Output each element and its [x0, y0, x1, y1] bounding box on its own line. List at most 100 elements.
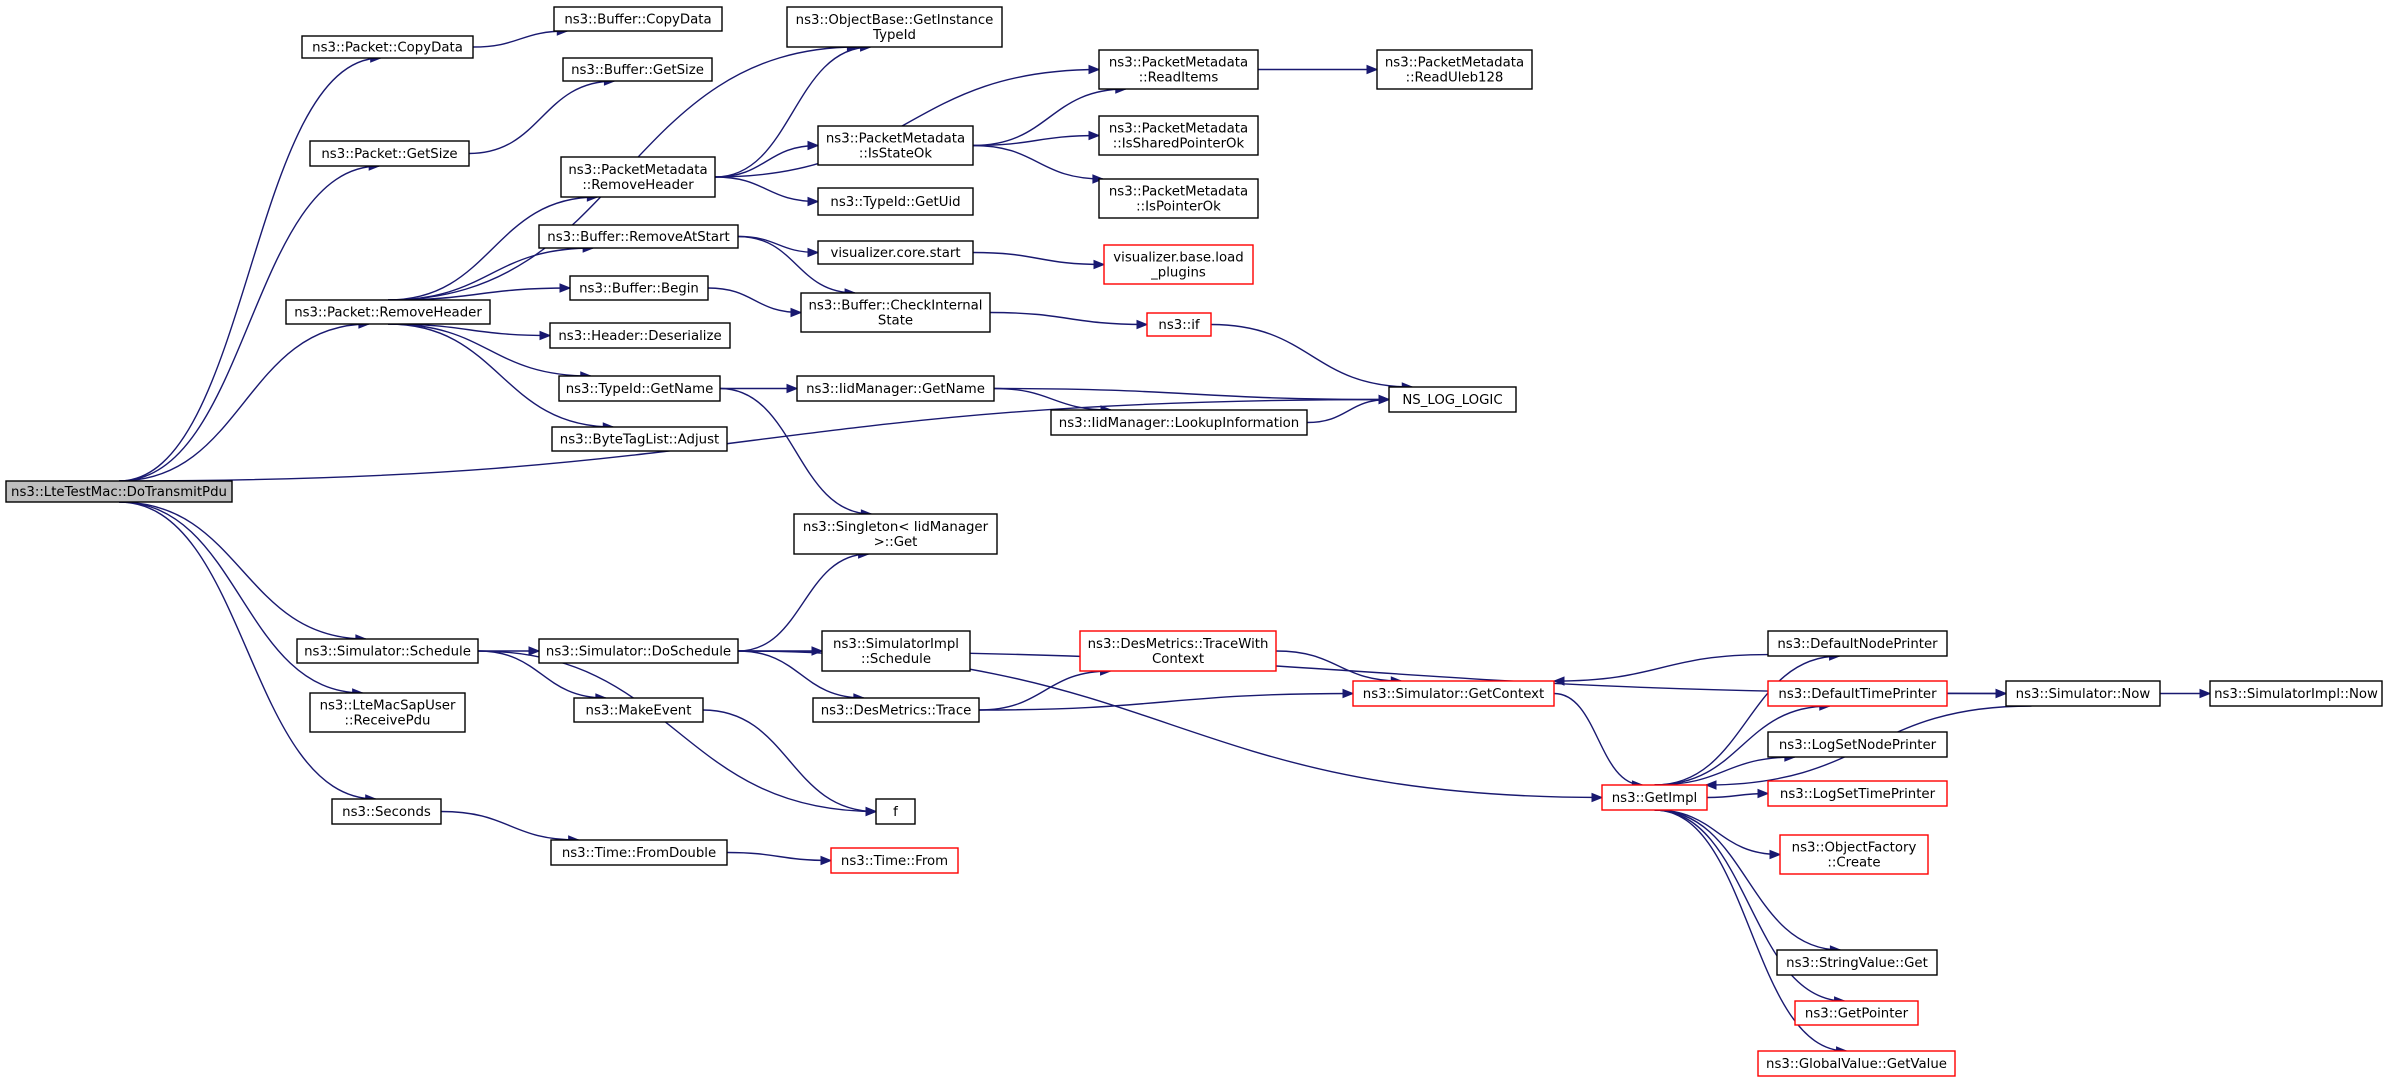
edge-pkt_remhdr-to-typeid_getname	[387, 323, 591, 377]
node-hdr-deser[interactable]: ns3::Header::Deserialize	[549, 322, 731, 349]
node-ns-log[interactable]: NS_LOG_LOGIC	[1388, 386, 1517, 413]
node-gv-getvalue[interactable]: ns3::GlobalValue::GetValue	[1757, 1050, 1956, 1077]
node-box-buf-copy	[553, 6, 723, 32]
node-f[interactable]: f	[875, 798, 916, 825]
node-box-des-twc	[1079, 630, 1277, 672]
node-pm-readuleb[interactable]: ns3::PacketMetadata::ReadUleb128	[1376, 49, 1533, 90]
node-sim-now[interactable]: ns3::Simulator::Now	[2005, 680, 2161, 707]
node-get-pointer[interactable]: ns3::GetPointer	[1794, 1000, 1919, 1026]
edge-def_nodeprint-to-sim_getctx	[1553, 653, 1769, 682]
node-pkt-copy[interactable]: ns3::Packet::CopyData	[301, 35, 474, 59]
arrowhead-sim_sched-to-sim_dosched	[528, 646, 541, 656]
node-ns3-if[interactable]: ns3::if	[1146, 312, 1212, 337]
node-time-fromdouble[interactable]: ns3::Time::FromDouble	[550, 839, 728, 866]
node-sim-dosched[interactable]: ns3::Simulator::DoSchedule	[538, 638, 739, 664]
node-pm-readitems[interactable]: ns3::PacketMetadata::ReadItems	[1098, 49, 1259, 90]
node-label-simimpl-now-0: ns3::SimulatorImpl::Now	[2214, 687, 2378, 702]
node-label-pm-ptrok-0: ns3::PacketMetadata	[1109, 185, 1248, 200]
node-root[interactable]: ns3::LteTestMac::DoTransmitPdu	[5, 480, 233, 503]
node-box-strval-get	[1776, 949, 1938, 976]
node-vis-load[interactable]: visualizer.base.load_plugins	[1103, 244, 1254, 285]
node-label-pm-readuleb-0: ns3::PacketMetadata	[1385, 56, 1524, 71]
node-label-f-0: f	[893, 805, 898, 820]
node-label-sim-now-0: ns3::Simulator::Now	[2016, 687, 2151, 702]
node-singleton[interactable]: ns3::Singleton< IidManager>::Get	[793, 513, 998, 555]
node-lte-recv[interactable]: ns3::LteMacSapUser::ReceivePdu	[309, 692, 466, 733]
node-pkt-getsize[interactable]: ns3::Packet::GetSize	[309, 140, 470, 167]
edge-get_impl-to-strval_get	[1654, 809, 1841, 951]
node-box-pm-readuleb	[1376, 49, 1533, 90]
node-label-time-fromdouble-0: ns3::Time::FromDouble	[562, 846, 716, 861]
node-box-pm-remhdr	[560, 156, 716, 198]
edge-root-to-pkt_getsize	[118, 165, 380, 482]
node-label-time-from-0: ns3::Time::From	[841, 854, 948, 869]
node-buf-remstart[interactable]: ns3::Buffer::RemoveAtStart	[538, 224, 739, 249]
edge-iid_lookup-to-ns_log	[1306, 398, 1390, 424]
edge-buf_begin-to-buf_check	[707, 287, 802, 314]
node-buf-begin[interactable]: ns3::Buffer::Begin	[569, 275, 709, 301]
node-seconds[interactable]: ns3::Seconds	[331, 798, 442, 825]
node-make-event[interactable]: ns3::MakeEvent	[573, 697, 704, 723]
node-label-get-pointer-0: ns3::GetPointer	[1805, 1007, 1909, 1022]
node-label-def-nodeprint-0: ns3::DefaultNodePrinter	[1777, 637, 1938, 652]
node-label-pm-readitems-1: ::ReadItems	[1139, 71, 1219, 86]
node-label-pm-ptrok-1: ::IsPointerOk	[1136, 200, 1221, 215]
node-box-sim-dosched	[538, 638, 739, 664]
node-typeid-getuid[interactable]: ns3::TypeId::GetUid	[817, 187, 974, 216]
node-pm-ptrok[interactable]: ns3::PacketMetadata::IsPointerOk	[1098, 178, 1259, 219]
node-label-singleton-1: >::Get	[874, 535, 918, 550]
arrowhead-typeid_getname-to-iid_getname	[786, 383, 799, 394]
arrowhead-pm_statok-to-pm_ptrok	[1092, 174, 1105, 184]
node-iid-lookup[interactable]: ns3::IidManager::LookupInformation	[1050, 409, 1308, 436]
node-btl-adjust[interactable]: ns3::ByteTagList::Adjust	[551, 426, 728, 452]
node-label-pm-readuleb-1: ::ReadUleb128	[1406, 71, 1504, 86]
node-strval-get[interactable]: ns3::StringValue::Get	[1776, 949, 1938, 976]
node-label-des-twc-0: ns3::DesMetrics::TraceWith	[1088, 637, 1269, 652]
node-buf-getsize[interactable]: ns3::Buffer::GetSize	[562, 57, 713, 82]
node-time-from[interactable]: ns3::Time::From	[830, 847, 959, 874]
node-def-nodeprint[interactable]: ns3::DefaultNodePrinter	[1767, 630, 1948, 657]
arrowhead-pm_statok-to-pm_shared	[1088, 130, 1101, 141]
node-pm-shared[interactable]: ns3::PacketMetadata::IsSharedPointerOk	[1098, 115, 1259, 156]
node-def-timeprint[interactable]: ns3::DefaultTimePrinter	[1767, 680, 1948, 707]
node-label-iid-lookup-0: ns3::IidManager::LookupInformation	[1059, 416, 1299, 431]
node-box-sim-sched	[296, 638, 479, 664]
node-label-getinst-0: ns3::ObjectBase::GetInstance	[796, 13, 994, 28]
node-label-gv-getvalue-0: ns3::GlobalValue::GetValue	[1766, 1057, 1947, 1072]
node-typeid-getname[interactable]: ns3::TypeId::GetName	[558, 375, 721, 402]
node-logset-time[interactable]: ns3::LogSetTimePrinter	[1767, 780, 1948, 807]
node-vis-start[interactable]: visualizer.core.start	[817, 240, 974, 265]
node-box-pm-shared	[1098, 115, 1259, 156]
node-box-ns3-if	[1146, 312, 1212, 337]
node-sim-sched[interactable]: ns3::Simulator::Schedule	[296, 638, 479, 664]
node-label-sim-dosched-0: ns3::Simulator::DoSchedule	[546, 645, 731, 660]
node-des-trace[interactable]: ns3::DesMetrics::Trace	[812, 697, 980, 723]
node-box-objf-create	[1779, 834, 1929, 875]
node-objf-create[interactable]: ns3::ObjectFactory::Create	[1779, 834, 1929, 875]
node-box-vis-load	[1103, 244, 1254, 285]
arrowhead-buf_begin-to-buf_check	[790, 307, 803, 318]
edge-pkt_getsize-to-buf_getsize	[468, 80, 615, 155]
node-get-impl[interactable]: ns3::GetImpl	[1601, 784, 1708, 811]
node-label-seconds-0: ns3::Seconds	[342, 805, 431, 820]
node-label-pm-shared-1: ::IsSharedPointerOk	[1113, 137, 1245, 152]
node-simimpl-now[interactable]: ns3::SimulatorImpl::Now	[2209, 680, 2383, 707]
node-sim-getctx[interactable]: ns3::Simulator::GetContext	[1352, 680, 1555, 707]
node-logset-node[interactable]: ns3::LogSetNodePrinter	[1767, 731, 1948, 758]
nodes-layer: ns3::LteTestMac::DoTransmitPdu ns3::Packe…	[5, 6, 2383, 1077]
edge-vis_start-to-vis_load	[972, 251, 1105, 266]
node-iid-getname[interactable]: ns3::IidManager::GetName	[796, 375, 995, 402]
edge-buf_remstart-to-buf_check	[737, 235, 856, 294]
node-simimpl-sched[interactable]: ns3::SimulatorImpl::Schedule	[821, 630, 971, 672]
edge-root-to-seconds	[118, 501, 376, 800]
node-pm-statok[interactable]: ns3::PacketMetadata::IsStateOk	[817, 125, 974, 166]
edge-des_trace-to-des_twc	[978, 670, 1111, 711]
edge-sim_dosched-to-sim_now	[737, 650, 2007, 695]
edge-sim_sched-to-make_event	[477, 650, 606, 699]
node-pkt-remhdr[interactable]: ns3::Packet::RemoveHeader	[285, 299, 491, 325]
node-pm-remhdr[interactable]: ns3::PacketMetadata::RemoveHeader	[560, 156, 716, 198]
node-buf-copy[interactable]: ns3::Buffer::CopyData	[553, 6, 723, 32]
